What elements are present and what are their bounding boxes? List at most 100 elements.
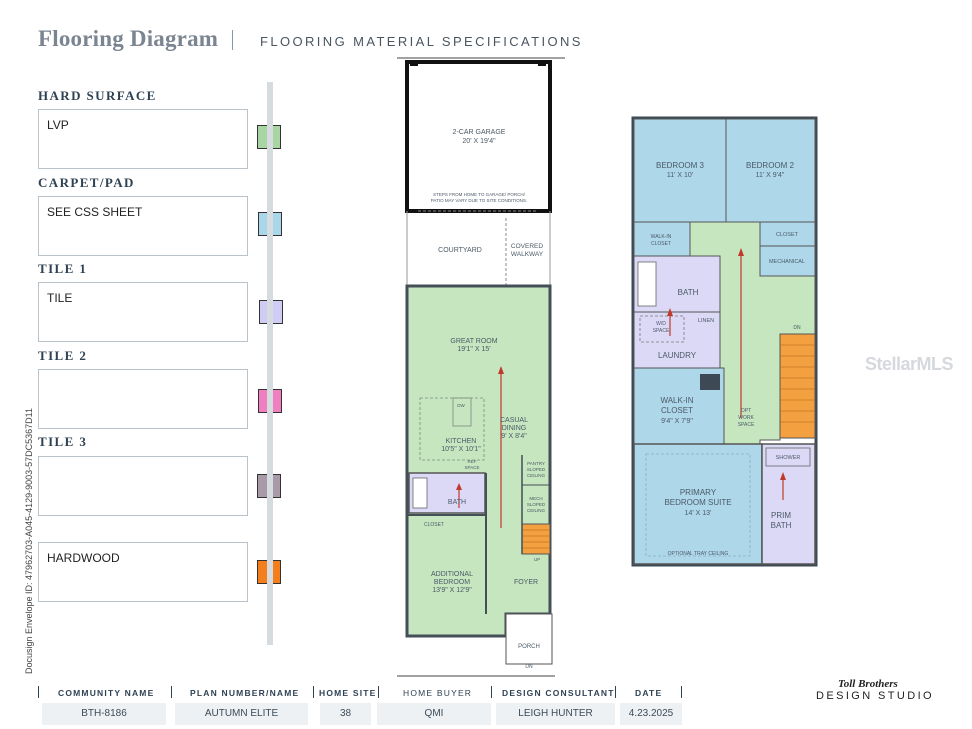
- info-divider: [313, 686, 314, 698]
- covered-walkway-label-1: COVERED: [511, 243, 543, 250]
- legend-section-tile-1: TILE 1: [38, 261, 88, 276]
- info-divider: [615, 686, 616, 698]
- mech-1: MECH: [529, 496, 542, 501]
- community-name-label: COMMUNITY NAME: [58, 688, 155, 698]
- legend-divider-bar: [267, 82, 273, 645]
- legend-entry-tile-3: [38, 456, 248, 516]
- kitchen-name: KITCHEN: [446, 438, 477, 445]
- dw-label: DW: [457, 403, 465, 408]
- wd-space-1: W/D: [656, 321, 666, 327]
- page-subtitle: FLOORING MATERIAL SPECIFICATIONS: [260, 34, 583, 49]
- legend-entry-text: HARDWOOD: [47, 551, 120, 565]
- covered-walkway-label-2: WALKWAY: [511, 251, 544, 258]
- legend-section-carpet-pad: CARPET/PAD: [38, 175, 135, 190]
- legend-entry-hardwood: HARDWOOD: [38, 542, 248, 602]
- date-label: DATE: [635, 688, 663, 698]
- linen-label: LINEN: [698, 318, 714, 324]
- pantry-2: SLOPED: [527, 467, 546, 472]
- bedroom-2-area: [725, 118, 816, 223]
- page-title: Flooring Diagram: [38, 26, 219, 51]
- title-divider: [232, 30, 233, 50]
- primary-suite-dims: 14' X 13': [685, 510, 712, 517]
- first-floor-stair: [521, 523, 551, 555]
- casual-dining-dims: 9' X 8'4": [501, 433, 527, 440]
- bedroom-2-closet: [759, 221, 816, 247]
- home-site-value: 38: [320, 703, 371, 725]
- legend-section-hard-surface: HARD SURFACE: [38, 88, 157, 103]
- additional-bedroom-2: BEDROOM: [434, 579, 470, 586]
- plan-number-label: PLAN NUMBER/NAME: [190, 688, 300, 698]
- toll-brothers-logo: Toll Brothers: [838, 678, 898, 690]
- mech-3: CEILING: [527, 508, 546, 513]
- legend-entry-text: SEE CSS SHEET: [47, 205, 143, 219]
- date-value: 4.23.2025: [620, 703, 682, 725]
- garage-dims: 20' X 19'4": [462, 138, 496, 145]
- home-site-label: HOME SITE: [319, 688, 377, 698]
- info-divider: [38, 686, 39, 698]
- mechanical-label: MECHANICAL: [769, 259, 805, 265]
- great-room-dims: 19'1" X 15': [457, 346, 490, 353]
- info-divider: [491, 686, 492, 698]
- plan-number-value: AUTUMN ELITE: [175, 703, 308, 725]
- legend-entry-carpet-pad: SEE CSS SHEET: [38, 196, 248, 256]
- second-floor-dn: DN: [793, 325, 801, 331]
- casual-dining-1: CASUAL: [500, 417, 528, 424]
- bedroom-3-dims: 11' X 10': [667, 172, 693, 179]
- docusign-envelope-id: Docusign Envelope ID: 47962703-A045-4129…: [24, 407, 34, 674]
- prim-bath-1: PRIM: [771, 511, 791, 520]
- primary-suite-area: [633, 443, 763, 565]
- primary-bath-tile: [761, 443, 816, 565]
- pantry-1: PANTRY: [527, 461, 545, 466]
- primary-suite-1: PRIMARY: [680, 488, 717, 497]
- design-consultant-label: DESIGN CONSULTANT: [502, 688, 615, 698]
- casual-dining-2: DINING: [502, 425, 527, 432]
- laundry-tile: [633, 311, 721, 369]
- bedroom-2-dims: 11' X 9'4": [756, 172, 785, 179]
- legend-entry-hard-surface: LVP: [38, 109, 248, 169]
- garage-note-2: PATIO MAY VARY DUE TO SITE CONDITIONS.: [431, 198, 528, 203]
- design-consultant-value: LEIGH HUNTER: [496, 703, 615, 725]
- pantry-3: CEILING: [527, 473, 546, 478]
- garage-outline: [405, 60, 552, 213]
- stellar-mls-watermark: StellarMLS: [865, 354, 954, 374]
- legend-entry-tile-1: TILE: [38, 282, 248, 342]
- great-room-name: GREAT ROOM: [450, 338, 497, 345]
- info-divider: [681, 686, 682, 698]
- first-floor-bath: BATH: [448, 499, 466, 506]
- legend-entry-tile-2: [38, 369, 248, 429]
- bedroom-2-name: BEDROOM 2: [746, 161, 795, 170]
- walkin-closet-small-2: CLOSET: [651, 241, 671, 247]
- bedroom-2-closet-label: CLOSET: [776, 232, 799, 238]
- second-floor-bath-label: BATH: [678, 288, 699, 297]
- walkin-closet-large-2: CLOSET: [661, 406, 693, 415]
- ref-space-2: SPACE: [465, 465, 480, 470]
- info-divider: [171, 686, 172, 698]
- laundry-label: LAUNDRY: [658, 351, 697, 360]
- garage-note-1: STEPS FROM HOME TO GARAGE/ PORCH/: [433, 192, 526, 197]
- bedroom-3-name: BEDROOM 3: [656, 161, 705, 170]
- prim-bath-2: BATH: [771, 521, 792, 530]
- home-buyer-value: QMI: [377, 703, 491, 725]
- legend-entry-text: LVP: [47, 118, 69, 132]
- porch-dn: DN: [525, 664, 533, 670]
- opt-work-1: OPT: [741, 408, 751, 414]
- shower-label: SHOWER: [776, 455, 801, 461]
- wd-space-2: SPACE: [653, 328, 670, 334]
- porch-label: PORCH: [518, 644, 540, 650]
- bedroom-3-area: [633, 118, 727, 223]
- walkin-closet-large-dims: 9'4" X 7'9": [661, 418, 693, 425]
- opt-work-3: SPACE: [738, 422, 755, 428]
- design-studio-logo-text: DESIGN STUDIO: [816, 690, 934, 702]
- walkin-closet-large-1: WALK-IN: [660, 396, 693, 405]
- second-floor-stair: [779, 333, 816, 439]
- community-name-value: BTH-8186: [42, 703, 166, 725]
- walkin-closet-small: [633, 221, 691, 257]
- mech-2: SLOPED: [527, 502, 546, 507]
- ref-space-1: REF: [468, 459, 477, 464]
- legend-section-tile-3: TILE 3: [38, 434, 88, 449]
- walkin-closet-small-1: WALK-IN: [651, 234, 672, 240]
- courtyard-label: COURTYARD: [438, 247, 482, 254]
- stair-up: UP: [534, 557, 540, 562]
